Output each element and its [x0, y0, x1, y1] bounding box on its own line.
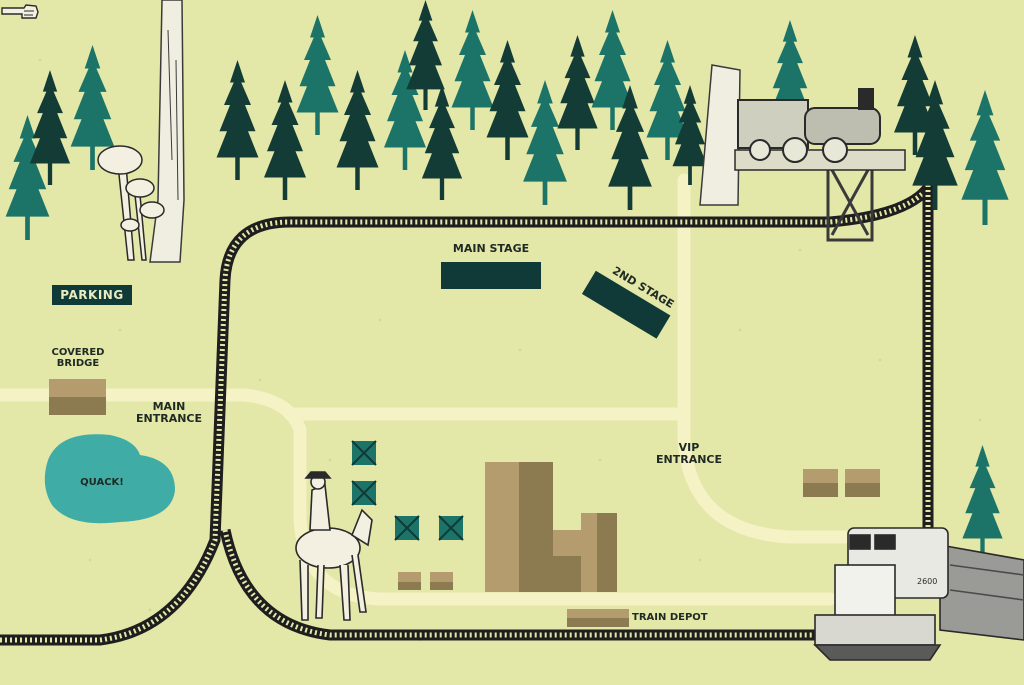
track-loop-outer: [0, 181, 935, 646]
vip-entrance-label[interactable]: VIP ENTRANCE: [643, 442, 735, 465]
track-south-ties: [222, 529, 830, 638]
main-path: [0, 388, 837, 606]
covered-bridge-label-line1: COVERED: [51, 347, 105, 358]
parking-sign[interactable]: PARKING: [52, 285, 132, 305]
tent[interactable]: [394, 515, 420, 541]
tall-trunk: [149, 0, 185, 263]
pine-tree-icon: [451, 10, 494, 130]
covered-bridge-label: COVERED BRIDGE: [40, 347, 116, 369]
tree-trunks: [149, 0, 741, 263]
horse-rider-icon: [295, 471, 373, 621]
vip-path: [677, 173, 857, 544]
covered-bridge-label-line2: BRIDGE: [56, 357, 100, 369]
main-entrance-label-line2: ENTRANCE: [136, 411, 202, 425]
pine-tree-icon: [264, 80, 306, 200]
background-texture: [38, 58, 982, 642]
tents: [351, 440, 464, 541]
h-building[interactable]: [553, 530, 583, 556]
railway-tracks: [0, 181, 935, 646]
booth[interactable]: [398, 572, 421, 590]
tent[interactable]: [438, 515, 464, 541]
tent[interactable]: [351, 480, 377, 506]
walking-paths: [0, 173, 857, 606]
central-buildings: [485, 462, 617, 592]
main-stage-label: MAIN STAGE: [452, 242, 530, 255]
covered-bridge[interactable]: [49, 379, 106, 415]
vip-booth[interactable]: [845, 469, 880, 497]
train-depot-building[interactable]: [567, 609, 629, 627]
tent[interactable]: [351, 440, 377, 466]
booth[interactable]: [430, 572, 453, 590]
pine-tree-icon: [486, 40, 529, 160]
vip-booth[interactable]: [803, 469, 838, 497]
train-depot-label: TRAIN DEPOT: [632, 612, 708, 623]
pine-tree-icon: [962, 445, 1003, 560]
pointing-hand-icon: [1, 4, 39, 19]
main-entrance-label[interactable]: MAIN ENTRANCE: [125, 401, 213, 424]
pine-tree-icon: [336, 70, 379, 190]
main-entrance-label-line1: MAIN: [152, 400, 186, 413]
vip-entrance-label-line1: VIP: [678, 441, 700, 454]
pine-tree-icon: [961, 90, 1009, 225]
steam-locomotive-icon: [734, 88, 906, 242]
pine-tree-icon: [557, 35, 598, 150]
quack-pond[interactable]: [44, 434, 175, 524]
hall-building[interactable]: [485, 462, 519, 592]
pond-label: QUACK!: [80, 477, 124, 488]
diesel-locomotive-icon: 2600: [813, 527, 1024, 661]
vip-entrance-label-line2: ENTRANCE: [656, 452, 722, 466]
stump-trunk: [699, 64, 741, 206]
pine-tree-icon: [523, 80, 567, 205]
pine-tree-icon: [216, 60, 259, 180]
main-stage[interactable]: [441, 262, 541, 289]
pine-tree-icon: [296, 15, 339, 135]
second-stage[interactable]: [581, 270, 671, 339]
booths: [398, 469, 880, 627]
mushroom-cluster-icon: [97, 145, 165, 261]
locomotive-number: 2600: [917, 577, 937, 586]
